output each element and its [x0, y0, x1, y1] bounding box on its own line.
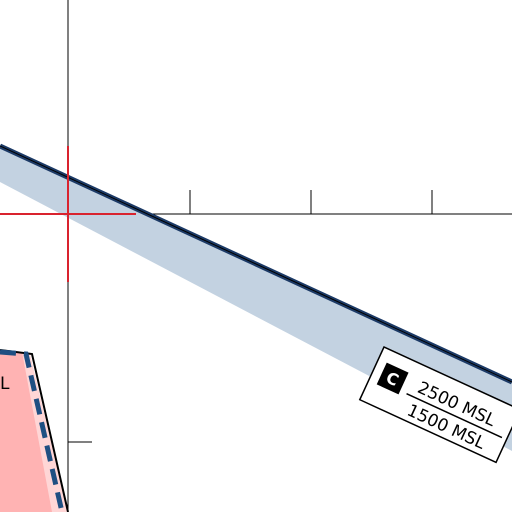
airspace-class-badge — [376, 362, 409, 395]
class-c-boundary-line-inner — [0, 145, 512, 383]
partial-area-label: L — [0, 374, 10, 394]
restricted-area-fill — [0, 350, 52, 512]
restricted-area-dashed-boundary — [0, 349, 65, 512]
altitude-divider — [406, 393, 503, 439]
